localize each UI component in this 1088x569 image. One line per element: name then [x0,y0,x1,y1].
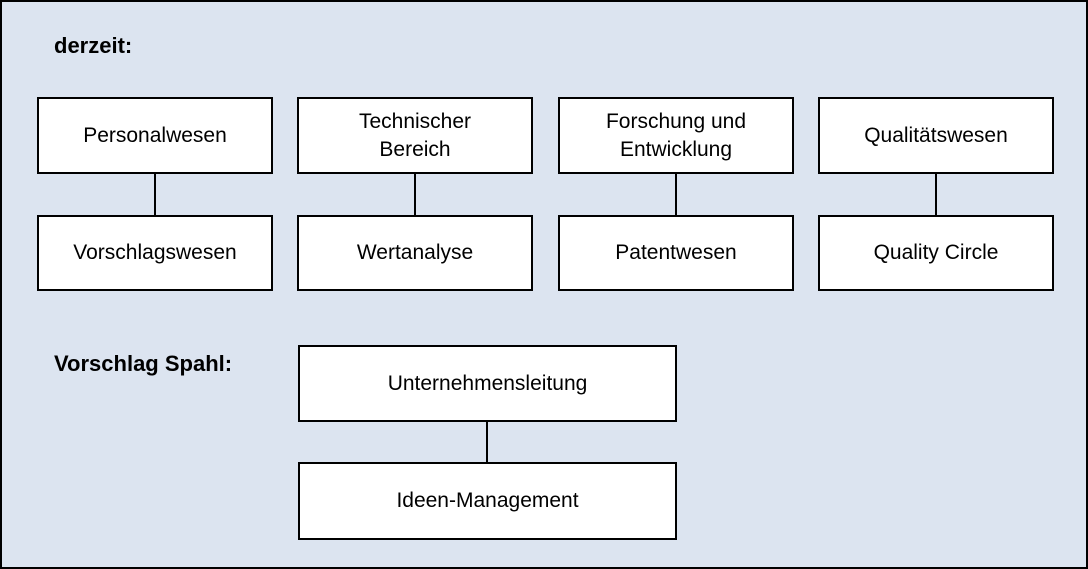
org-box-vorschlagswesen: Vorschlagswesen [37,215,273,291]
org-box-quality-circle: Quality Circle [818,215,1054,291]
box-label: Wertanalyse [356,241,474,264]
org-box-wertanalyse: Wertanalyse [297,215,533,291]
box-label: Technischer Bereich [358,109,472,161]
org-box-patentwesen: Patentwesen [558,215,794,291]
connector-forschung-patentwesen [675,174,677,215]
section-label-current: derzeit: [54,33,133,58]
org-box-technischer-bereich: Technischer Bereich [297,97,533,174]
box-label: Qualitätswesen [864,123,1008,147]
org-box-unternehmensleitung: Unternehmensleitung [298,345,677,422]
org-box-forschung-und-entwicklung: Forschung und Entwicklung [558,97,794,174]
org-box-ideen-management: Ideen-Management [298,462,677,540]
connector-personalwesen-vorschlagswesen [154,174,156,215]
box-label: Patentwesen [615,241,737,264]
box-label: Forschung und Entwicklung [605,109,747,161]
connector-unternehmensleitung-ideen-management [486,422,488,462]
box-label: Unternehmensleitung [387,371,588,395]
org-box-qualitaetswesen: Qualitätswesen [818,97,1054,174]
box-label: Ideen-Management [396,489,579,512]
org-box-personalwesen: Personalwesen [37,97,273,174]
connector-technischer-bereich-wertanalyse [414,174,416,215]
box-label: Personalwesen [83,123,227,147]
box-label: Vorschlagswesen [73,241,237,264]
section-label-proposal: Vorschlag Spahl: [54,351,233,376]
connector-qualitaetswesen-quality-circle [935,174,937,215]
box-label: Quality Circle [873,241,999,264]
